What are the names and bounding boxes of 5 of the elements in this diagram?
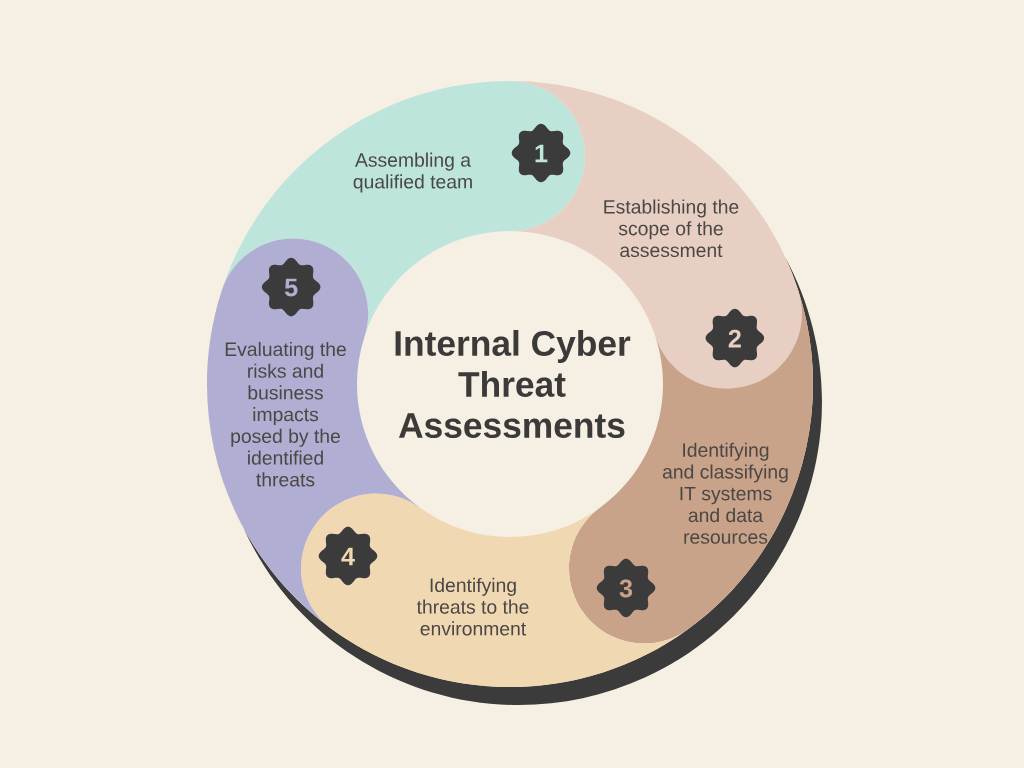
number-badge: 5 [261, 257, 321, 317]
number-badge: 1 [511, 123, 571, 183]
number-badge: 3 [596, 558, 656, 618]
number-badge: 2 [705, 308, 765, 368]
number-badge: 4 [318, 526, 378, 586]
